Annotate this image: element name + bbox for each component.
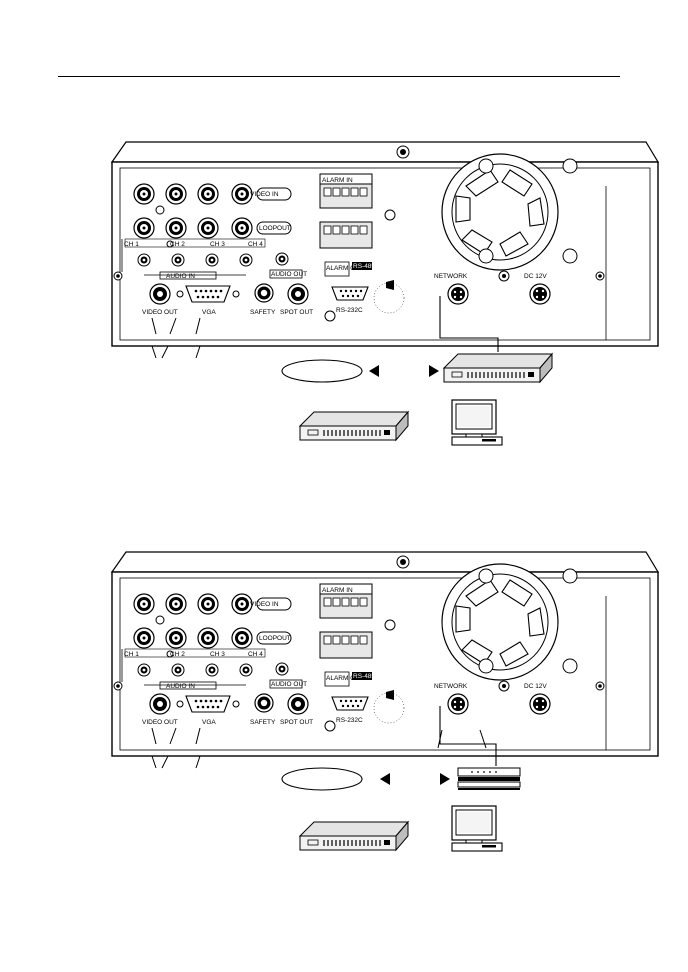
video-out-label: VIDEO OUT: [142, 309, 178, 316]
ch1-label: CH 1: [124, 241, 139, 248]
network-label: NETWORK: [434, 683, 468, 690]
safety-label: SAFETY: [250, 719, 276, 726]
internet-cloud: [281, 767, 363, 791]
modem-device: [457, 767, 521, 790]
rs232c-label: RS-232C: [336, 307, 363, 314]
arrow-left-icon: [380, 773, 390, 785]
network-label: NETWORK: [434, 273, 468, 280]
alarm-out-label: ALARM OUT: [326, 265, 364, 272]
network-cable: [439, 296, 499, 352]
ch3-label: CH 3: [210, 651, 225, 658]
alarm-out-label: ALARM OUT: [326, 675, 364, 682]
arrow-right-icon: [429, 365, 439, 377]
dc12v-label: DC 12V: [524, 273, 547, 280]
diagram-1: VIDEO IN LOOPOUT CH 1 CH 2 CH 3 CH 4 AUD…: [112, 142, 658, 446]
video-in-label: VIDEO IN: [250, 191, 279, 198]
router-device: [299, 821, 409, 851]
network-cable: [439, 706, 497, 766]
loop-out-label: LOOPOUT: [259, 635, 291, 642]
ch3-label: CH 3: [210, 241, 225, 248]
audio-in-label: AUDIO IN: [166, 683, 195, 690]
audio-out-label: AUDIO OUT: [271, 271, 307, 278]
spot-out-label: SPOT OUT: [280, 719, 313, 726]
video-in-label: VIDEO IN: [250, 601, 279, 608]
ch2-label: CH 2: [170, 241, 185, 248]
pc-monitor: [451, 399, 503, 446]
alarm-in-label: ALARM IN: [322, 587, 353, 594]
vga-label: VGA: [202, 719, 216, 726]
hub-device: [443, 353, 553, 383]
header-rule: [58, 76, 620, 77]
loop-out-label: LOOPOUT: [259, 225, 291, 232]
arrow-left-icon: [369, 365, 379, 377]
arrow-right-icon: [440, 773, 450, 785]
spot-out-label: SPOT OUT: [280, 309, 313, 316]
ch4-label: CH 4: [248, 241, 263, 248]
video-out-label: VIDEO OUT: [142, 719, 178, 726]
router-device: [299, 411, 409, 441]
diagram-2: VIDEO IN LOOPOUT CH 1 CH 2 CH 3 CH 4 AUD…: [112, 552, 658, 852]
vga-label: VGA: [202, 309, 216, 316]
ch4-label: CH 4: [248, 651, 263, 658]
rs485-label: RS-485: [353, 673, 375, 680]
rs485-label: RS-485: [353, 263, 375, 270]
ch1-label: CH 1: [124, 651, 139, 658]
audio-in-label: AUDIO IN: [166, 273, 195, 280]
rs232c-label: RS-232C: [336, 717, 363, 724]
safety-label: SAFETY: [250, 309, 276, 316]
alarm-in-label: ALARM IN: [322, 177, 353, 184]
internet-cloud: [281, 359, 363, 383]
pc-monitor: [451, 805, 503, 852]
dc12v-label: DC 12V: [524, 683, 547, 690]
ch2-label: CH 2: [170, 651, 185, 658]
audio-out-label: AUDIO OUT: [271, 681, 307, 688]
